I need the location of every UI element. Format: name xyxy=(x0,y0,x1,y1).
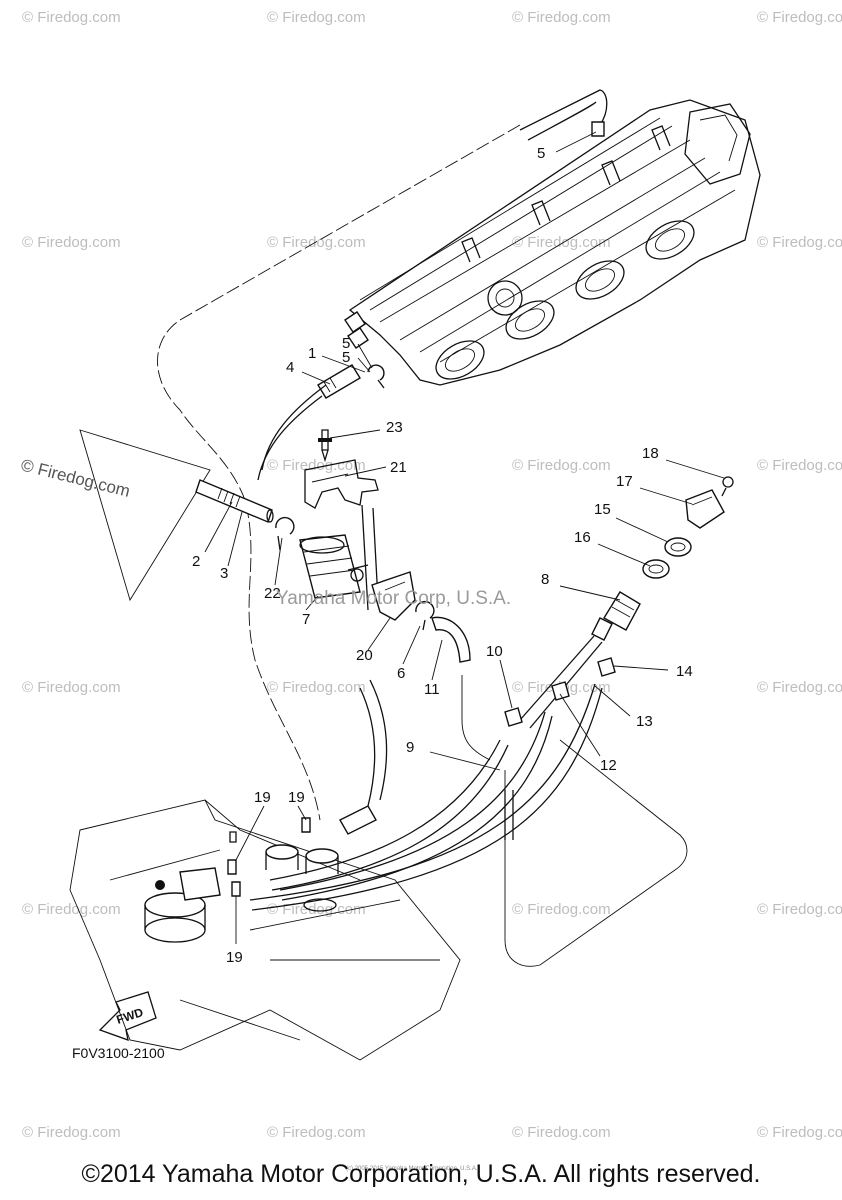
watermark: © Firedog.com xyxy=(512,679,611,696)
watermark: © Firedog.com xyxy=(757,234,842,251)
callout-12: 12 xyxy=(600,757,617,774)
hose-4-and-joint-1 xyxy=(257,364,385,481)
callout-19-low: 19 xyxy=(226,949,243,966)
watermark: © Firedog.com xyxy=(267,901,366,918)
callout-1: 1 xyxy=(308,345,316,362)
callout-22: 22 xyxy=(264,585,281,602)
callout-5-low: 5 xyxy=(342,349,350,366)
callout-19-left: 19 xyxy=(254,789,271,806)
watermark: © Firedog.com xyxy=(512,1124,611,1141)
callout-15: 15 xyxy=(594,501,611,518)
watermark: © Firedog.com xyxy=(757,679,842,696)
callout-14: 14 xyxy=(676,663,693,680)
watermark: © Firedog.com xyxy=(22,679,121,696)
callout-20: 20 xyxy=(356,647,373,664)
watermark: © Firedog.com xyxy=(512,457,611,474)
hose-9 xyxy=(504,739,688,967)
watermark: © Firedog.com xyxy=(22,901,121,918)
callout-18: 18 xyxy=(642,445,659,462)
fuel-tank xyxy=(69,799,461,1061)
callout-4: 4 xyxy=(286,359,294,376)
watermark: © Firedog.com xyxy=(19,455,132,500)
watermark-grid: © Firedog.com © Firedog.com © Firedog.co… xyxy=(19,9,842,1141)
watermark: © Firedog.com xyxy=(22,1124,121,1141)
callout-9: 9 xyxy=(406,739,414,756)
callout-5-mid: 5 xyxy=(342,335,350,352)
callout-6: 6 xyxy=(397,665,405,682)
fuel-lines xyxy=(249,679,603,911)
watermark: © Firedog.com xyxy=(512,234,611,251)
callout-5-top: 5 xyxy=(537,145,545,162)
callouts: 1 2 3 4 5 5 5 6 7 8 9 10 11 12 13 14 15 … xyxy=(192,145,693,966)
watermark: © Firedog.com xyxy=(512,9,611,26)
watermark: © Firedog.com xyxy=(22,9,121,26)
small-print: (c) 2005-2015 Yamaha Motor Corporation, … xyxy=(346,1166,478,1172)
watermark: © Firedog.com xyxy=(267,234,366,251)
center-watermark: Yamaha Motor Corp, U.S.A. xyxy=(276,588,511,609)
diagram-code: F0V3100-2100 xyxy=(72,1045,165,1061)
watermark: © Firedog.com xyxy=(267,1124,366,1141)
callout-3: 3 xyxy=(220,565,228,582)
watermark: © Firedog.com xyxy=(512,901,611,918)
leader-lines xyxy=(204,131,725,944)
watermark: © Firedog.com xyxy=(267,679,366,696)
hose-11 xyxy=(431,616,491,761)
callout-17: 17 xyxy=(616,473,633,490)
cap-15-16-17-18 xyxy=(642,476,734,579)
callout-7: 7 xyxy=(302,611,310,628)
pipe-2-3 xyxy=(79,429,274,602)
watermark: © Firedog.com xyxy=(757,457,842,474)
callout-13: 13 xyxy=(636,713,653,730)
callout-16: 16 xyxy=(574,529,591,546)
callout-11: 11 xyxy=(424,681,440,698)
fwd-arrow: FWD xyxy=(98,991,157,1041)
watermark: © Firedog.com xyxy=(267,457,366,474)
callout-23: 23 xyxy=(386,419,403,436)
callout-10: 10 xyxy=(486,643,503,660)
watermark: © Firedog.com xyxy=(757,901,842,918)
valve-8 xyxy=(519,591,641,729)
watermark: © Firedog.com xyxy=(22,234,121,251)
watermark: © Firedog.com xyxy=(757,9,842,26)
callout-19-right: 19 xyxy=(288,789,305,806)
clamps-10-12-14 xyxy=(504,657,616,727)
callout-2: 2 xyxy=(192,553,200,570)
watermark: © Firedog.com xyxy=(267,9,366,26)
watermark: © Firedog.com xyxy=(757,1124,842,1141)
fuel-filter-7 xyxy=(275,516,435,631)
copyright-notice: ©2014 Yamaha Motor Corporation, U.S.A. A… xyxy=(81,1160,761,1188)
callout-8: 8 xyxy=(541,571,549,588)
callout-21: 21 xyxy=(390,459,407,476)
